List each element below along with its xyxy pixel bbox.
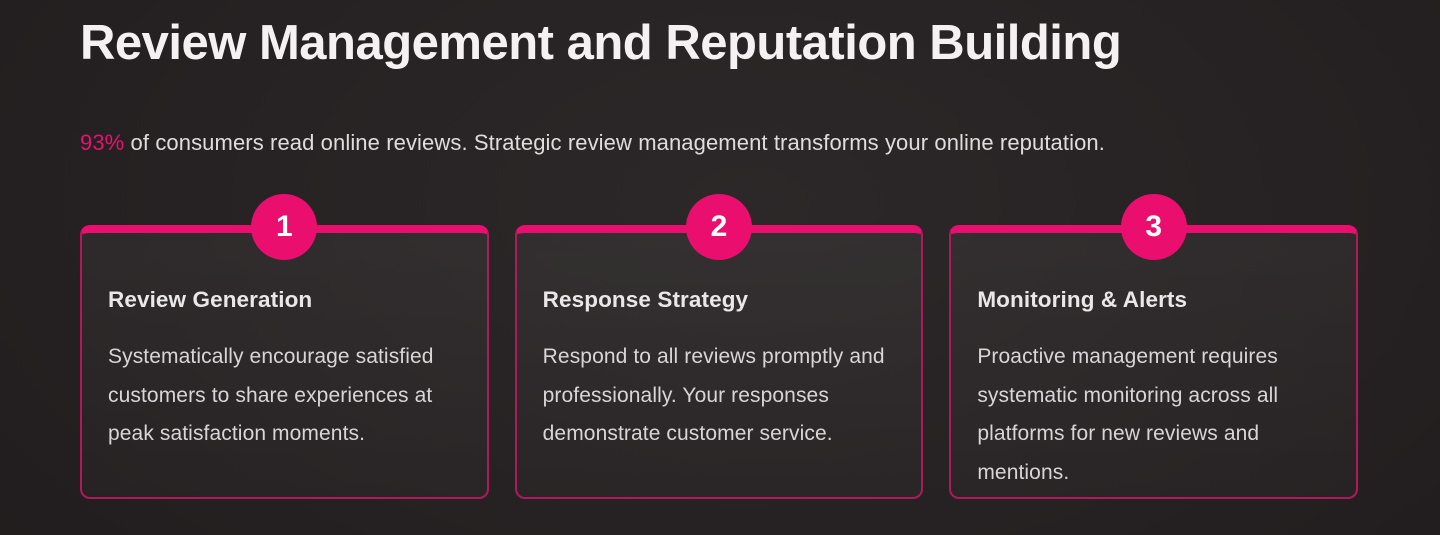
step-number-badge: 3 — [1120, 194, 1187, 260]
steps-grid: 1 Review Generation Systematically encou… — [80, 194, 1358, 499]
statistic-highlight: 93% — [80, 130, 125, 155]
step-title: Monitoring & Alerts — [977, 287, 1188, 312]
step-description: Proactive management requires systematic… — [977, 345, 1279, 484]
step-card-monitoring-alerts: 3 Monitoring & Alerts Proactive manageme… — [949, 194, 1358, 499]
intro-statistic: 93% of consumers read online reviews. St… — [80, 128, 1360, 158]
step-title: Response Strategy — [542, 287, 749, 312]
step-description: Respond to all reviews promptly and prof… — [542, 345, 885, 445]
page-title: Review Management and Reputation Buildin… — [80, 16, 1122, 70]
step-number-badge: 1 — [251, 194, 318, 260]
step-card-review-generation: 1 Review Generation Systematically encou… — [80, 194, 489, 499]
step-title: Review Generation — [108, 287, 313, 312]
step-description: Systematically encourage satisfied custo… — [108, 345, 434, 445]
step-number-badge: 2 — [685, 194, 752, 260]
statistic-text: of consumers read online reviews. Strate… — [124, 130, 1105, 155]
step-card-response-strategy: 2 Response Strategy Respond to all revie… — [514, 194, 924, 499]
